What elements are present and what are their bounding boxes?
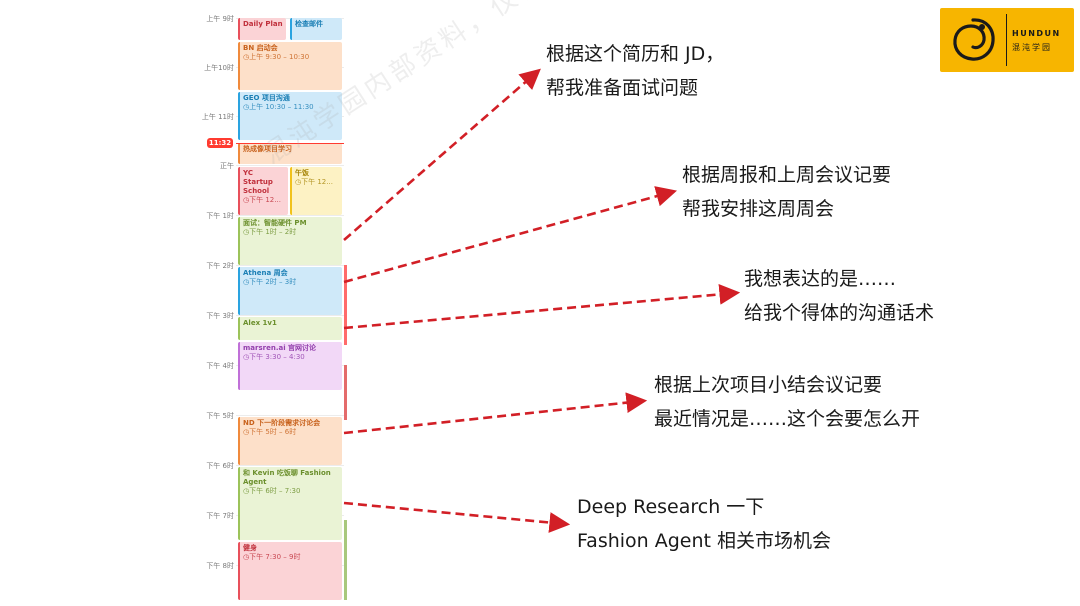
dashed-arrow	[343, 284, 741, 330]
hour-label: 下午 6时	[206, 462, 234, 470]
hour-gridline	[236, 465, 344, 466]
calendar-edge-stripe	[344, 0, 347, 606]
prompt-text: 我想表达的是……给我个得体的沟通话术	[744, 268, 935, 324]
hundun-logo: HUNDUN 混沌学园	[940, 8, 1074, 72]
hour-label: 下午 1时	[206, 212, 234, 220]
hour-gridline	[236, 265, 344, 266]
calendar-event[interactable]: YC Startup School下午 12...	[238, 167, 288, 215]
logo-divider	[1006, 14, 1007, 66]
hour-label: 上午 9时	[206, 15, 234, 23]
prompt-text: 根据上次项目小结会议记要最近情况是……这个会要怎么开	[654, 374, 921, 430]
hour-label: 下午 7时	[206, 512, 234, 520]
calendar-event[interactable]: Alex 1v1	[238, 317, 342, 340]
calendar-event[interactable]: GEO 项目沟通上午 10:30 – 11:30	[238, 92, 342, 140]
dashed-arrow	[343, 186, 678, 284]
dashed-arrow	[343, 68, 541, 241]
hour-gridline	[236, 415, 344, 416]
logo-text-en: HUNDUN	[1012, 29, 1061, 38]
calendar-day-view: 上午 9时 上午10时 上午 11时 正午 下午 1时 下午 2时 下午 3时 …	[198, 0, 346, 606]
dashed-arrow	[343, 501, 571, 533]
calendar-event[interactable]: marsren.ai 官网讨论下午 3:30 – 4:30	[238, 342, 342, 390]
hour-label: 下午 5时	[206, 412, 234, 420]
hour-label: 下午 8时	[206, 562, 234, 570]
calendar-event[interactable]: Daily Plan	[238, 18, 286, 40]
dashed-arrow	[343, 392, 648, 435]
hour-label: 下午 3时	[206, 312, 234, 320]
hour-gridline	[236, 165, 344, 166]
hour-label: 下午 4时	[206, 362, 234, 370]
prompt-text: 根据这个简历和 JD，帮我准备面试问题	[546, 43, 725, 99]
current-time-badge: 11:32	[207, 138, 233, 148]
hour-label: 正午	[220, 162, 234, 170]
calendar-event[interactable]: 和 Kevin 吃饭聊 Fashion Agent下午 6时 – 7:30	[238, 467, 342, 540]
current-time-line	[236, 143, 344, 144]
prompt-text: 根据周报和上周会议记要帮我安排这周周会	[682, 164, 892, 220]
calendar-event[interactable]: 健身下午 7:30 – 9时	[238, 542, 342, 600]
hour-label: 上午10时	[204, 64, 234, 72]
calendar-event[interactable]: 检查邮件	[290, 18, 342, 40]
calendar-event[interactable]: Athena 周会下午 2时 – 3时	[238, 267, 342, 315]
calendar-event[interactable]: 午饭下午 12...	[290, 167, 342, 215]
hour-gridline	[236, 315, 344, 316]
hour-label: 下午 2时	[206, 262, 234, 270]
calendar-event[interactable]: BN 启动会上午 9:30 – 10:30	[238, 42, 342, 90]
calendar-event[interactable]: 面试：智能硬件 PM下午 1时 – 2时	[238, 217, 342, 265]
logo-text-cn: 混沌学园	[1012, 43, 1052, 52]
hour-label: 上午 11时	[201, 113, 234, 121]
calendar-event[interactable]: ND 下一阶段需求讨论会下午 5时 – 6时	[238, 417, 342, 465]
hour-gridline	[236, 215, 344, 216]
calendar-event[interactable]: 热成像项目学习	[238, 143, 342, 164]
swirl-logo-icon	[953, 18, 995, 61]
